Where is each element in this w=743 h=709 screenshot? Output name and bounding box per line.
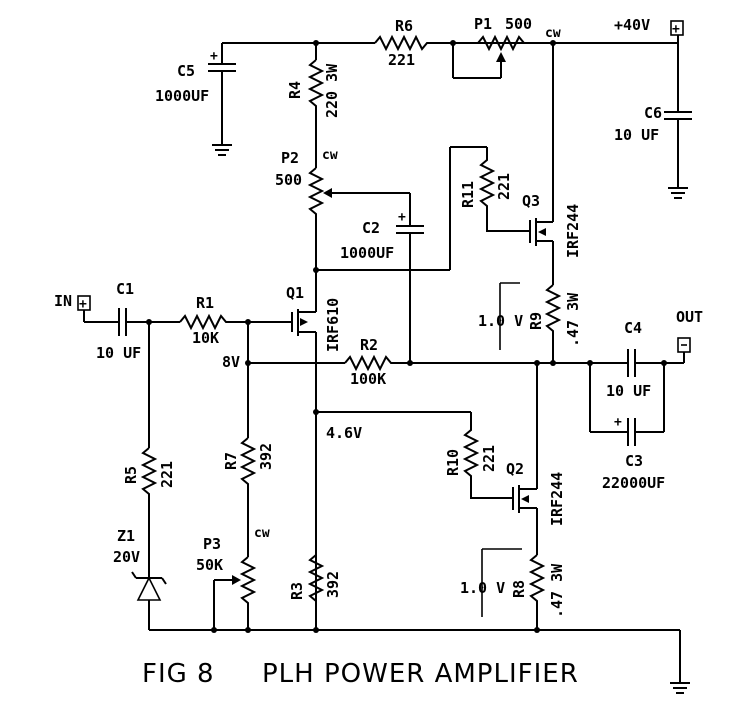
svg-text:221: 221 (158, 461, 176, 488)
svg-text:C1: C1 (116, 280, 134, 298)
q2-drive: 4.6V R10 221 (313, 409, 513, 499)
capacitor-c5: + C5 1000UF (155, 43, 236, 156)
capacitor-c1: C1 10 UF (96, 280, 180, 362)
figure-caption: FIG 8 PLH POWER AMPLIFIER (142, 659, 579, 689)
mosfet-q3: Q3 IRF244 (522, 43, 582, 285)
svg-text:Z1: Z1 (117, 527, 135, 545)
svg-text:R7: R7 (222, 452, 240, 470)
svg-text:R4: R4 (286, 81, 304, 99)
resistor-r9: R9 .47 3W (527, 284, 582, 363)
capacitor-c6: C6 10 UF (614, 43, 692, 199)
resistor-r5: R5 221 (122, 322, 176, 570)
svg-text:+: + (614, 415, 622, 430)
svg-text:IRF244: IRF244 (564, 204, 582, 258)
supply-label: +40V (614, 16, 650, 34)
potentiometer-p3: P3 50K cw (196, 526, 270, 633)
svg-text:221: 221 (388, 51, 415, 69)
svg-text:R11: R11 (459, 181, 477, 208)
svg-text:4.6V: 4.6V (326, 424, 362, 442)
figure-number: FIG 8 (142, 659, 215, 689)
ground-rail (149, 629, 690, 694)
svg-text:20V: 20V (113, 548, 140, 566)
svg-text:C2: C2 (362, 219, 380, 237)
svg-text:R6: R6 (395, 17, 413, 35)
output-terminal: OUT (676, 308, 703, 363)
svg-text:1.0 V: 1.0 V (460, 579, 505, 597)
svg-text:500: 500 (275, 171, 302, 189)
svg-text:.47 3W: .47 3W (564, 292, 582, 347)
svg-text:+: + (672, 22, 680, 37)
svg-text:22000UF: 22000UF (602, 474, 665, 492)
resistor-r6: R6 221 (374, 17, 430, 69)
svg-text:R8: R8 (510, 580, 528, 598)
svg-text:IRF244: IRF244 (548, 472, 566, 526)
svg-text:IN: IN (54, 292, 72, 310)
svg-text:C5: C5 (177, 62, 195, 80)
svg-text:R2: R2 (360, 336, 378, 354)
top-rail (222, 40, 678, 46)
svg-text:1000UF: 1000UF (340, 244, 394, 262)
resistor-r4: R4 220 3W (286, 43, 341, 168)
svg-text:+: + (398, 210, 406, 225)
svg-text:392: 392 (257, 443, 275, 470)
svg-text:392: 392 (324, 571, 342, 598)
svg-text:+: + (210, 49, 218, 64)
svg-text:cw: cw (545, 26, 561, 41)
svg-text:.47 3W: .47 3W (548, 563, 566, 618)
supply-terminal: + +40V (614, 16, 684, 43)
svg-text:8V: 8V (222, 353, 240, 371)
svg-text:cw: cw (254, 526, 270, 541)
input-terminal: + IN (54, 292, 119, 323)
svg-text:P2: P2 (281, 149, 299, 167)
v-marker-top: 1.0 V (478, 282, 523, 350)
svg-text:10K: 10K (192, 329, 219, 347)
svg-text:R1: R1 (196, 294, 214, 312)
q3-drive: R11 221 (313, 146, 530, 273)
svg-text:220 3W: 220 3W (323, 63, 341, 118)
svg-text:10 UF: 10 UF (606, 382, 651, 400)
svg-text:1000UF: 1000UF (155, 87, 209, 105)
capacitor-c3: + C3 22000UF (589, 363, 665, 492)
capacitor-c4: C4 10 UF (606, 319, 684, 400)
mosfet-q1: Q1 IRF610 (248, 270, 342, 628)
resistor-r8: R8 .47 3W (510, 554, 566, 633)
svg-text:C3: C3 (625, 452, 643, 470)
svg-text:10 UF: 10 UF (96, 344, 141, 362)
svg-text:R10: R10 (444, 449, 462, 476)
svg-text:P1: P1 (474, 15, 492, 33)
svg-text:R5: R5 (122, 466, 140, 484)
svg-text:R9: R9 (527, 312, 545, 330)
potentiometer-p2: P2 500 cw (275, 148, 410, 270)
svg-text:100K: 100K (350, 370, 386, 388)
svg-text:Q2: Q2 (506, 460, 524, 478)
svg-text:IRF610: IRF610 (324, 298, 342, 352)
svg-text:221: 221 (480, 445, 498, 472)
svg-text:10 UF: 10 UF (614, 126, 659, 144)
zener-z1: Z1 20V (113, 527, 167, 630)
mosfet-q2: Q2 IRF244 (506, 363, 566, 555)
resistor-r3: R3 392 (245, 554, 342, 633)
potentiometer-p1: P1 500 cw (452, 15, 561, 79)
svg-text:R3: R3 (288, 582, 306, 600)
svg-text:OUT: OUT (676, 308, 703, 326)
capacitor-c2: + C2 1000UF (340, 193, 424, 363)
svg-text:C4: C4 (624, 319, 642, 337)
svg-text:P3: P3 (203, 535, 221, 553)
resistor-r7: R7 392 (222, 363, 275, 557)
svg-text:Q1: Q1 (286, 284, 304, 302)
svg-text:50K: 50K (196, 556, 223, 574)
svg-text:221: 221 (495, 173, 513, 200)
v-marker-bottom: 1.0 V (460, 548, 522, 617)
feedback-line: 8V R2 100K (222, 322, 628, 388)
svg-text:cw: cw (322, 148, 338, 163)
svg-text:Q3: Q3 (522, 192, 540, 210)
figure-title: PLH POWER AMPLIFIER (262, 659, 579, 689)
svg-text:+: + (79, 297, 87, 312)
svg-text:1.0 V: 1.0 V (478, 312, 523, 330)
svg-text:C6: C6 (644, 104, 662, 122)
svg-text:500: 500 (505, 15, 532, 33)
resistor-r1: R1 10K (179, 294, 251, 347)
